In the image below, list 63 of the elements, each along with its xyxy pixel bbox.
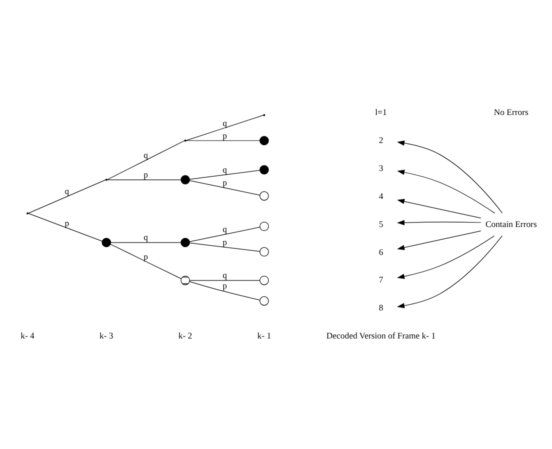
node-point xyxy=(263,114,266,116)
node-dot xyxy=(260,136,269,146)
label: l=1 xyxy=(375,106,387,117)
node-text: 4 xyxy=(378,190,384,201)
node-dot xyxy=(102,238,112,248)
label: k- 4 xyxy=(20,330,34,341)
connector xyxy=(110,244,182,279)
connector xyxy=(189,280,260,281)
arrow xyxy=(397,230,482,250)
arrow xyxy=(397,236,495,279)
label: Decoded Version of Frame k- 1 xyxy=(326,330,436,341)
connector xyxy=(189,180,260,196)
edge-label: p xyxy=(222,237,227,248)
node-circle xyxy=(260,276,269,286)
label: k- 1 xyxy=(257,330,272,341)
label: No Errors xyxy=(494,106,528,117)
edge-label: q xyxy=(222,224,227,234)
node-text: 6 xyxy=(378,246,384,257)
edge-label: p xyxy=(144,169,148,180)
label: k- 3 xyxy=(100,330,114,341)
edge-label: q xyxy=(222,270,227,280)
edge-label: p xyxy=(144,251,148,262)
arrow xyxy=(397,198,482,218)
node-dot xyxy=(260,165,269,174)
connector xyxy=(189,242,260,252)
connector xyxy=(189,170,260,180)
arrow xyxy=(397,220,482,226)
node-text: Contain Errors xyxy=(485,218,537,229)
edge-label: p xyxy=(222,177,227,188)
node-circle xyxy=(260,191,269,201)
edge-label: p xyxy=(222,280,227,291)
connector xyxy=(186,140,260,141)
connector xyxy=(110,242,182,243)
edge-label: q xyxy=(222,118,227,128)
node-circle xyxy=(260,222,269,232)
label: k- 2 xyxy=(178,330,192,341)
edge-label: p xyxy=(64,218,70,228)
arrow xyxy=(396,140,503,214)
connector xyxy=(106,179,182,180)
connector xyxy=(28,213,102,242)
node-point xyxy=(26,212,28,214)
node-dot xyxy=(180,238,190,248)
edge-label: q xyxy=(222,164,227,174)
node-point xyxy=(184,140,186,142)
node-circle xyxy=(260,296,269,306)
node-dot xyxy=(180,175,190,184)
node-text: 3 xyxy=(378,162,384,173)
connector xyxy=(189,226,260,242)
node-text: 2 xyxy=(378,134,384,145)
node-text: 8 xyxy=(378,302,384,313)
connector xyxy=(189,281,260,300)
node-point xyxy=(105,178,108,181)
edge-label: q xyxy=(144,232,148,242)
connector xyxy=(106,140,185,180)
connector xyxy=(186,114,264,141)
node-circle xyxy=(260,247,269,256)
edge-label: q xyxy=(64,186,70,196)
node-text: 7 xyxy=(378,274,384,285)
node-text: 5 xyxy=(378,218,384,229)
arrow xyxy=(396,235,503,308)
edge-label: p xyxy=(222,130,227,140)
edge-label: q xyxy=(144,150,148,160)
arrow xyxy=(397,170,496,214)
